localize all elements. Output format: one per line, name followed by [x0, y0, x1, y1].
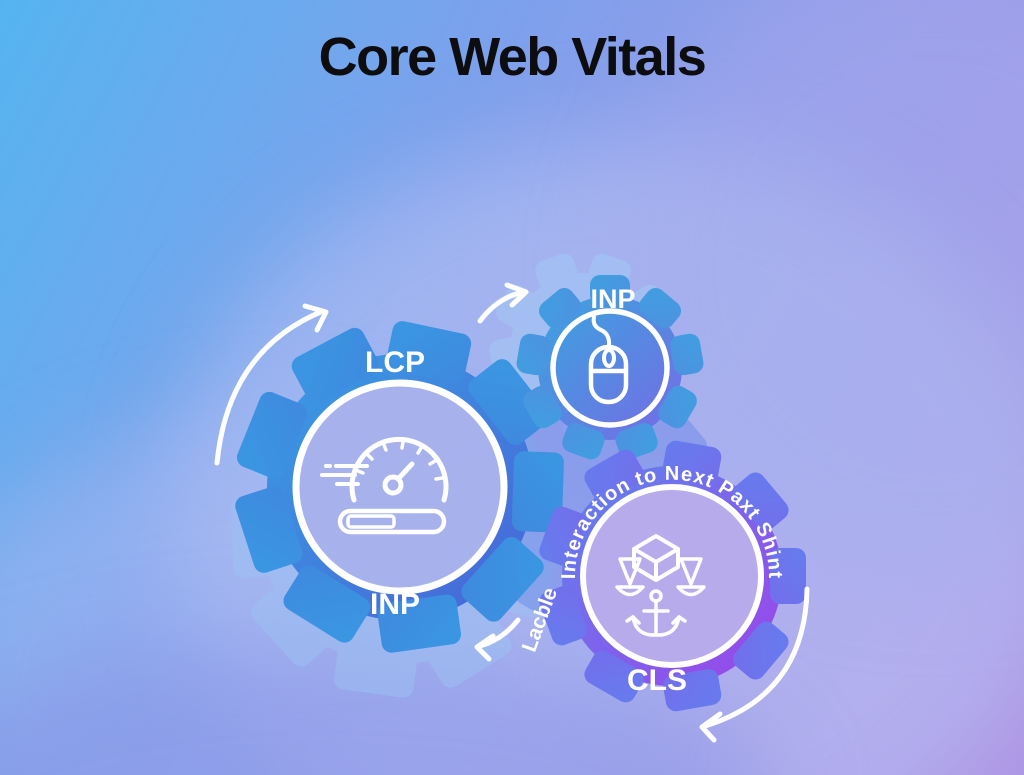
gear-inp-inner-ring: [550, 308, 670, 428]
anchor-icon: [625, 589, 687, 637]
gear-cls-inner-ring: [580, 484, 764, 668]
curved-arrow-right: [699, 586, 810, 743]
curved-arrow-bottom: [474, 617, 521, 662]
scales-icon: [615, 557, 706, 597]
page-title: Core Web Vitals: [318, 27, 707, 87]
gear-cls-bottom-label: CLS: [627, 664, 687, 697]
gear-lcp-top-label: LCP: [365, 346, 425, 379]
gear-inp: INP: [516, 275, 704, 460]
cube-icon: [632, 534, 680, 582]
gear-inp-top-label: INP: [590, 284, 635, 314]
curved-arrow-top: [477, 282, 529, 324]
gear-lcp: LCP INP: [235, 321, 564, 653]
mouse-icon: [588, 315, 629, 405]
speedometer-icon: [320, 437, 449, 535]
gear-lcp-bottom-label: INP: [370, 588, 420, 621]
curved-arrow-left: [214, 303, 329, 466]
